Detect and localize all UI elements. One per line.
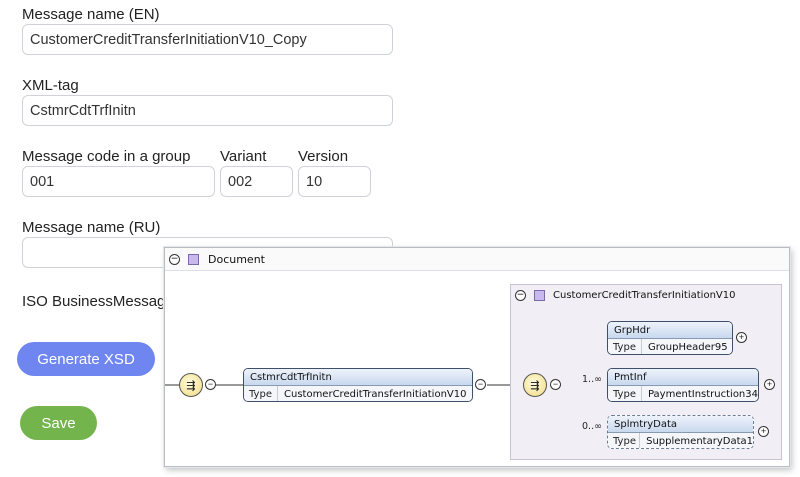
expand-plus-icon[interactable]: +	[758, 426, 769, 437]
message-name-ru-label: Message name (RU)	[22, 219, 161, 236]
root-element-name: CstmrCdtTrfInitn	[244, 369, 472, 386]
complex-type-icon	[534, 290, 545, 301]
iso-business-message-label: ISO BusinessMessage	[22, 293, 174, 310]
collapse-minus-icon[interactable]: −	[169, 253, 180, 265]
child-element-pmtinf[interactable]: PmtInf Type PaymentInstruction34	[607, 368, 759, 402]
xml-tag-input[interactable]: CstmrCdtTrfInitn	[22, 95, 393, 126]
type-key: Type	[244, 386, 278, 401]
type-key: Type	[608, 386, 642, 401]
collapse-minus-icon[interactable]: −	[550, 379, 561, 390]
multiplicity-label: 1..∞	[582, 374, 602, 385]
child-element-name: SplmtryData	[608, 416, 753, 433]
collapse-minus-icon[interactable]: −	[515, 290, 526, 301]
child-element-name: PmtInf	[608, 369, 758, 386]
sequence-compositor-icon[interactable]: ⇶	[523, 373, 547, 397]
child-element-splmtrydata[interactable]: SplmtryData Type SupplementaryData1	[607, 415, 754, 449]
type-key: Type	[608, 339, 642, 354]
child-element-grphdr[interactable]: GrpHdr Type GroupHeader95	[607, 321, 733, 355]
message-name-en-label: Message name (EN)	[22, 6, 160, 23]
document-title: Document	[208, 252, 265, 266]
generate-xsd-button[interactable]: Generate XSD	[17, 342, 155, 376]
message-code-label: Message code in a group	[22, 148, 191, 165]
complex-type-title: CustomerCreditTransferInitiationV10	[553, 290, 736, 301]
root-element-box[interactable]: CstmrCdtTrfInitn Type CustomerCreditTran…	[243, 368, 473, 402]
xml-tag-label: XML-tag	[22, 77, 79, 94]
document-header: − Document	[165, 248, 789, 271]
child-element-type: PaymentInstruction34	[647, 388, 758, 400]
sequence-compositor-icon[interactable]: ⇶	[179, 373, 203, 397]
root-element-type: CustomerCreditTransferInitiationV10	[284, 388, 467, 400]
collapse-minus-icon[interactable]: −	[205, 379, 216, 390]
message-code-input[interactable]: 001	[22, 166, 215, 197]
message-name-en-input[interactable]: CustomerCreditTransferInitiationV10_Copy	[22, 24, 393, 55]
type-key: Type	[608, 433, 641, 448]
child-element-name: GrpHdr	[608, 322, 732, 339]
expand-plus-icon[interactable]: +	[764, 379, 775, 390]
child-element-type: GroupHeader95	[648, 341, 728, 353]
expand-plus-icon[interactable]: +	[736, 332, 747, 343]
child-element-type: SupplementaryData1	[646, 435, 753, 447]
version-input[interactable]: 10	[298, 166, 371, 197]
variant-input[interactable]: 002	[220, 166, 293, 197]
element-type-icon	[188, 253, 199, 265]
xsd-diagram-window: − Document ⇶ − CstmrCdtTrfInitn Type Cus…	[164, 247, 790, 467]
variant-label: Variant	[220, 148, 267, 165]
save-button[interactable]: Save	[20, 406, 97, 440]
version-label: Version	[298, 148, 349, 165]
multiplicity-label: 0..∞	[582, 421, 602, 432]
collapse-minus-icon[interactable]: −	[475, 379, 486, 390]
